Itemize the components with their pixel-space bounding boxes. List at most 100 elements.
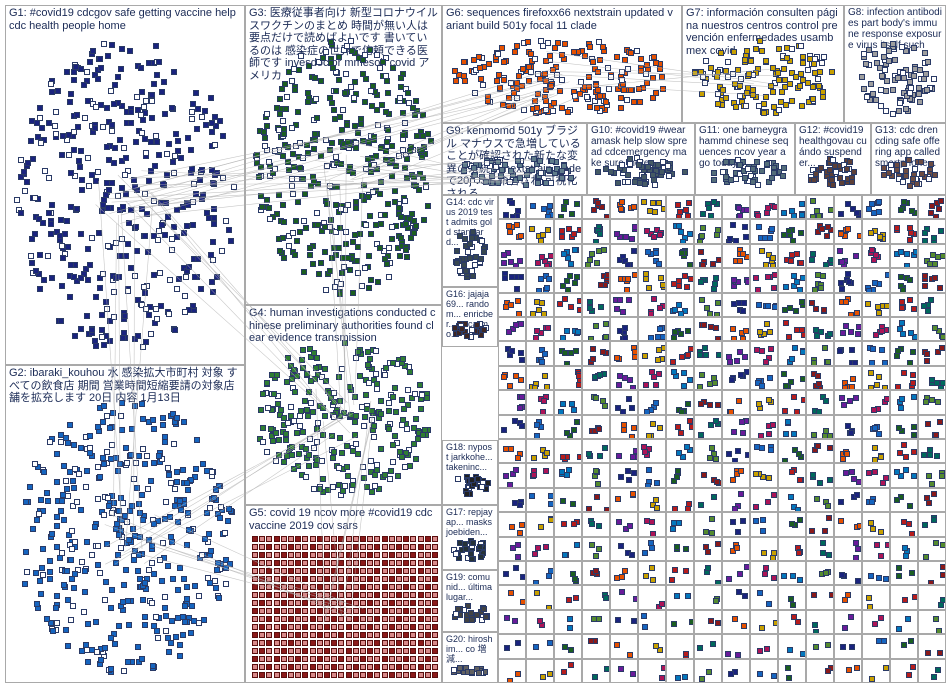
small-cluster[interactable] [778, 463, 806, 487]
small-cluster[interactable] [834, 512, 862, 536]
small-cluster[interactable] [806, 219, 834, 243]
small-cluster[interactable] [862, 537, 890, 561]
small-cluster[interactable] [666, 219, 694, 243]
small-cluster[interactable] [554, 439, 582, 463]
small-cluster[interactable] [582, 463, 610, 487]
small-cluster[interactable] [526, 415, 554, 439]
small-cluster[interactable] [890, 512, 918, 536]
small-cluster[interactable] [554, 415, 582, 439]
small-cluster[interactable] [638, 512, 666, 536]
small-cluster[interactable] [694, 195, 722, 219]
small-cluster[interactable] [778, 610, 806, 634]
small-cluster[interactable] [778, 366, 806, 390]
small-cluster[interactable] [638, 415, 666, 439]
small-cluster[interactable] [722, 659, 750, 683]
small-cluster[interactable] [666, 341, 694, 365]
cluster-g1[interactable]: G1: #covid19 cdcgov safe getting vaccine… [5, 5, 245, 365]
cluster-g6[interactable]: G6: sequences firefoxx66 nextstrain upda… [442, 5, 682, 123]
small-cluster[interactable] [694, 634, 722, 658]
small-cluster[interactable] [498, 415, 526, 439]
small-cluster[interactable] [694, 610, 722, 634]
small-cluster[interactable] [778, 634, 806, 658]
small-cluster[interactable] [610, 634, 638, 658]
small-cluster[interactable] [498, 463, 526, 487]
small-cluster[interactable] [582, 390, 610, 414]
small-cluster[interactable] [862, 244, 890, 268]
small-cluster[interactable] [806, 415, 834, 439]
small-cluster[interactable] [498, 268, 526, 292]
small-cluster[interactable] [778, 439, 806, 463]
small-cluster[interactable] [750, 415, 778, 439]
small-cluster[interactable] [554, 659, 582, 683]
small-cluster[interactable] [694, 488, 722, 512]
small-cluster[interactable] [862, 659, 890, 683]
small-cluster[interactable] [638, 390, 666, 414]
small-cluster[interactable] [890, 244, 918, 268]
small-cluster[interactable] [638, 268, 666, 292]
small-cluster[interactable] [554, 561, 582, 585]
small-cluster[interactable] [918, 561, 946, 585]
small-cluster[interactable] [554, 390, 582, 414]
small-cluster[interactable] [554, 512, 582, 536]
small-cluster[interactable] [862, 317, 890, 341]
cluster-g11[interactable]: G11: one barneygrahammd chinese sequence… [695, 123, 795, 195]
small-cluster[interactable] [610, 561, 638, 585]
small-cluster[interactable] [918, 512, 946, 536]
small-cluster[interactable] [778, 390, 806, 414]
small-cluster[interactable] [694, 268, 722, 292]
small-cluster[interactable] [638, 585, 666, 609]
small-cluster[interactable] [918, 268, 946, 292]
small-cluster[interactable] [694, 463, 722, 487]
small-cluster[interactable] [890, 415, 918, 439]
small-cluster[interactable] [862, 268, 890, 292]
small-cluster[interactable] [582, 366, 610, 390]
small-cluster[interactable] [890, 195, 918, 219]
small-cluster[interactable] [778, 585, 806, 609]
small-cluster[interactable] [666, 390, 694, 414]
small-cluster[interactable] [750, 463, 778, 487]
small-cluster[interactable] [918, 219, 946, 243]
small-cluster[interactable] [806, 439, 834, 463]
cluster-g9[interactable]: G9: kenmomd 501y ブラジル マナウスで急増していることが確認され… [442, 123, 587, 195]
small-cluster[interactable] [526, 366, 554, 390]
small-cluster[interactable] [778, 268, 806, 292]
small-cluster[interactable] [638, 634, 666, 658]
small-cluster[interactable] [918, 659, 946, 683]
small-cluster[interactable] [890, 268, 918, 292]
small-cluster[interactable] [806, 293, 834, 317]
small-cluster[interactable] [498, 293, 526, 317]
small-cluster[interactable] [694, 317, 722, 341]
cluster-g14[interactable]: G14: cdc virus 2019 test admits gold sta… [442, 195, 498, 287]
small-cluster[interactable] [666, 634, 694, 658]
small-cluster[interactable] [666, 293, 694, 317]
small-cluster[interactable] [750, 244, 778, 268]
cluster-g10[interactable]: G10: #covid19 #wearamask help slow sprea… [587, 123, 695, 195]
small-cluster[interactable] [750, 366, 778, 390]
small-cluster[interactable] [638, 439, 666, 463]
small-cluster[interactable] [722, 366, 750, 390]
small-cluster[interactable] [890, 390, 918, 414]
small-cluster[interactable] [918, 537, 946, 561]
small-cluster[interactable] [862, 512, 890, 536]
small-cluster[interactable] [498, 585, 526, 609]
small-cluster[interactable] [526, 244, 554, 268]
small-cluster[interactable] [778, 512, 806, 536]
small-cluster[interactable] [582, 268, 610, 292]
small-cluster[interactable] [722, 341, 750, 365]
small-cluster[interactable] [722, 512, 750, 536]
small-cluster[interactable] [722, 415, 750, 439]
small-cluster[interactable] [890, 561, 918, 585]
small-cluster[interactable] [890, 317, 918, 341]
small-cluster[interactable] [778, 195, 806, 219]
small-cluster[interactable] [610, 390, 638, 414]
small-cluster[interactable] [526, 463, 554, 487]
small-cluster[interactable] [862, 463, 890, 487]
small-cluster[interactable] [694, 561, 722, 585]
small-cluster[interactable] [554, 537, 582, 561]
cluster-g16[interactable]: G16: jajaja69... random... enricber... n… [442, 287, 498, 347]
small-cluster[interactable] [526, 439, 554, 463]
small-cluster[interactable] [610, 463, 638, 487]
small-cluster[interactable] [694, 585, 722, 609]
small-cluster[interactable] [582, 634, 610, 658]
small-cluster[interactable] [666, 610, 694, 634]
